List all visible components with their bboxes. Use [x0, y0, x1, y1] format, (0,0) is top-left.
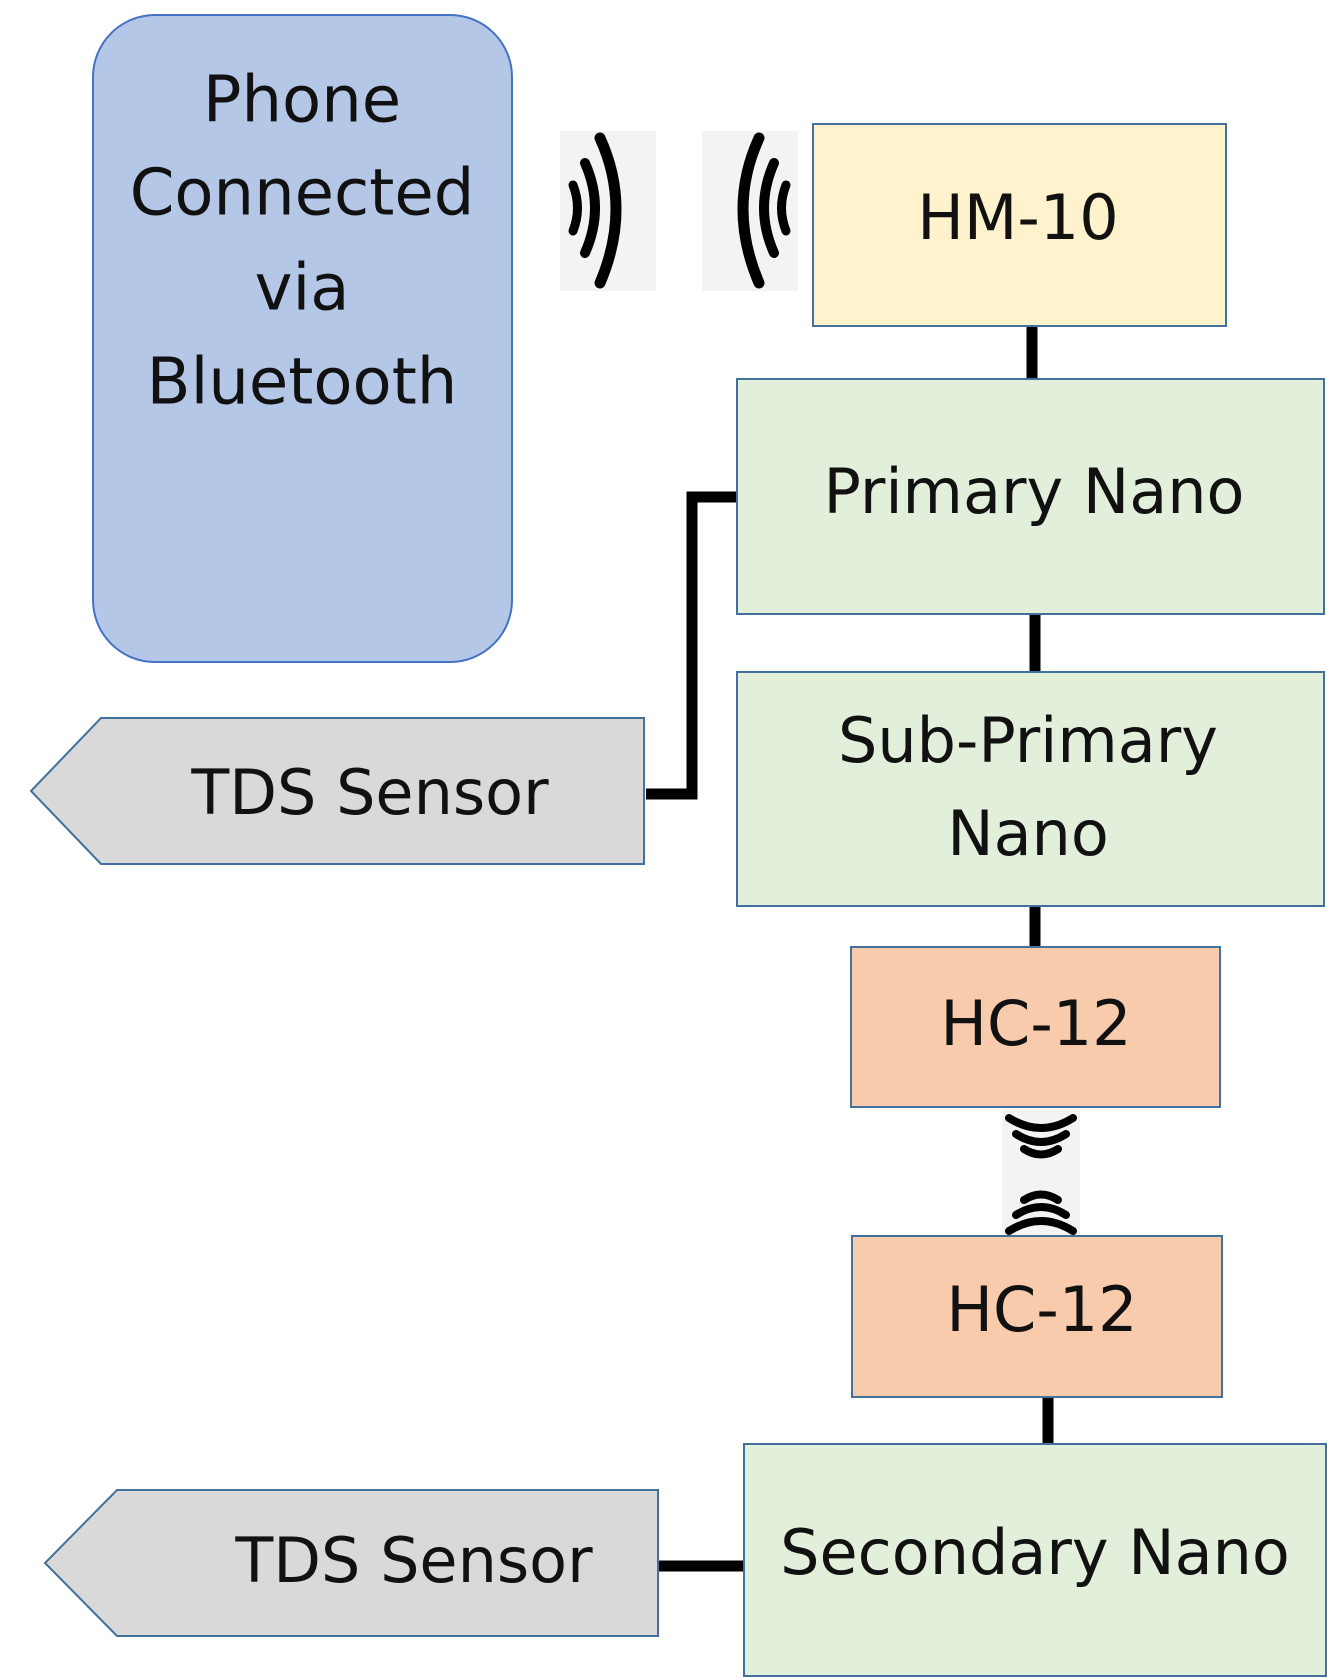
hc12-bottom-box — [851, 1235, 1223, 1398]
secondary-nano-box — [743, 1443, 1327, 1677]
secondary-nano-label: Secondary Nano — [780, 1516, 1290, 1589]
tds-sensor-bottom-box — [43, 1489, 659, 1637]
sub-primary-nano-label-line-2: Nano — [947, 797, 1109, 870]
primary-nano-label: Primary Nano — [824, 455, 1245, 528]
phone-box — [92, 14, 513, 663]
phone-label-line-1: Phone — [203, 64, 401, 138]
wireless-signal-icon — [560, 131, 656, 291]
hm10-box — [812, 123, 1227, 327]
wireless-signal-icon — [702, 131, 798, 291]
hc12-bottom-label: HC-12 — [946, 1273, 1137, 1346]
hm10-label: HM-10 — [917, 181, 1118, 254]
phone-label-line-2: Connected — [130, 157, 475, 231]
hc12-top-label: HC-12 — [940, 987, 1131, 1060]
phone-label-line-3: via — [255, 252, 350, 326]
wire-primary-tds-top — [646, 491, 736, 800]
radio-signal-icon — [1002, 1110, 1080, 1238]
primary-nano-box — [736, 378, 1325, 615]
tds-sensor-top-label: TDS Sensor — [190, 756, 549, 829]
hc12-top-box — [850, 946, 1221, 1108]
tds-sensor-top-box — [29, 717, 645, 865]
tds-sensor-bottom-label: TDS Sensor — [234, 1524, 593, 1597]
phone-label-line-4: Bluetooth — [147, 346, 458, 420]
sub-primary-nano-box — [736, 671, 1325, 907]
sub-primary-nano-label-line-1: Sub-Primary — [838, 704, 1218, 777]
